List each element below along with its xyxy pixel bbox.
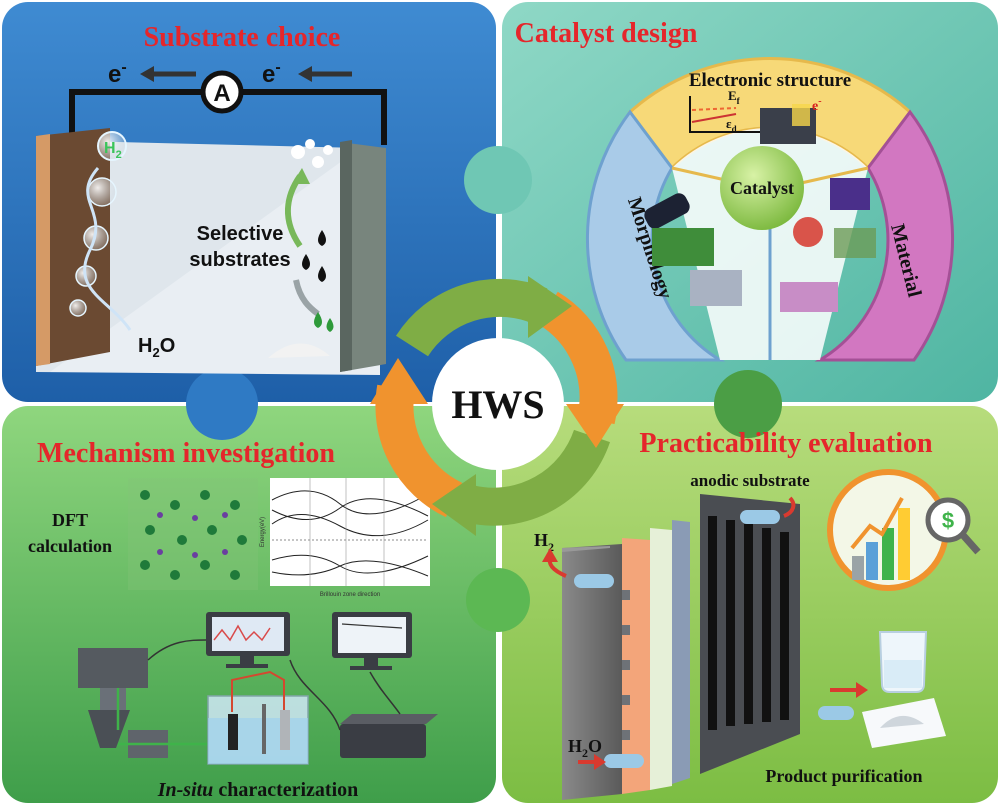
- outlet-pipe-h2: [574, 574, 614, 588]
- monitor-right-icon: [332, 612, 412, 670]
- water-path: [83, 167, 132, 331]
- band-structure-image: [270, 478, 430, 586]
- cycle-arrow-green: [465, 429, 610, 526]
- powder-icon: [880, 715, 924, 728]
- gas-bubble: [69, 299, 87, 317]
- catalyst-hub-label: Catalyst: [730, 178, 794, 198]
- band-diagram-icon: [689, 96, 760, 133]
- arrow-head-icon: [528, 276, 572, 338]
- spectrometer-icon: [78, 648, 210, 758]
- product-bubble: [305, 139, 315, 149]
- h2-out-label: H2: [534, 530, 554, 554]
- cable: [369, 671, 401, 715]
- dft-label-1: DFT: [52, 510, 88, 530]
- anodic-in-arrow: [783, 496, 796, 518]
- inlet-pipe-h2o: [604, 754, 644, 768]
- insitu-label: In-situ characterization: [157, 779, 359, 801]
- cycle-arrow-green: [395, 278, 548, 357]
- outlet-pipe-product: [818, 706, 854, 720]
- dft-structure-image: [128, 478, 258, 590]
- convert-arrow: [293, 279, 320, 317]
- nanotube-image: [644, 193, 690, 229]
- drop-icon: [314, 312, 322, 328]
- band-xlabel: Brillouin zone direction: [320, 592, 380, 598]
- selective-label-2: substrates: [189, 249, 290, 271]
- insitu-cell-icon: [207, 670, 309, 765]
- arrow-head-icon: [432, 474, 476, 536]
- product-bubble: [312, 156, 324, 168]
- ed-label: εd: [726, 116, 737, 134]
- ring-material: [814, 109, 955, 362]
- h2o-in-label: H2O: [568, 736, 602, 760]
- h2-label: H2: [104, 140, 122, 161]
- drop-icon: [326, 318, 334, 332]
- beaker-icon: [878, 631, 928, 693]
- nanosheet-image: [652, 228, 714, 266]
- fermi-line: [691, 107, 737, 111]
- product-purification-label: Product purification: [765, 766, 922, 786]
- arrow-head-icon: [594, 754, 606, 770]
- hws-label: HWS: [451, 382, 544, 427]
- electron-label-left: e-: [108, 59, 127, 88]
- ring-electronic-label: Electronic structure: [689, 70, 851, 91]
- arrow-head-icon: [140, 66, 154, 82]
- dft-label-2: calculation: [28, 536, 112, 556]
- h2o-label: H2O: [138, 335, 175, 360]
- puzzle-knob-right: [714, 370, 782, 438]
- dollar-icon: $: [942, 508, 954, 533]
- cable: [289, 659, 341, 731]
- growth-chart-icon: [827, 469, 981, 591]
- electron-label-right: e-: [262, 59, 281, 88]
- product-bubble: [323, 145, 333, 155]
- product-bubble: [291, 145, 305, 159]
- band-ylabel: Energy(eV): [260, 517, 266, 547]
- puzzle-knob-left: [186, 368, 258, 440]
- arrow-head-icon: [370, 358, 428, 404]
- cathode-edge: [36, 134, 50, 366]
- foam-image: [690, 270, 742, 306]
- layered-image: [780, 282, 838, 312]
- powder-icon: [268, 343, 330, 358]
- gas-bubble: [87, 177, 117, 207]
- dband-line: [691, 113, 737, 123]
- drop-icon: [318, 266, 326, 282]
- electron-label-catalyst: e-: [812, 96, 822, 114]
- monitor-left-icon: [206, 612, 290, 668]
- puzzle-knob-bottom: [466, 568, 530, 632]
- drop-icon: [318, 230, 326, 246]
- potentiostat-icon: [340, 714, 438, 758]
- arrow-head-icon: [292, 168, 310, 184]
- catalyst-title: Catalyst design: [515, 18, 698, 49]
- nanoparticle-image: [793, 217, 823, 247]
- h2-bubble: [97, 131, 127, 161]
- framework-image: [834, 228, 876, 258]
- ef-label: Ef: [728, 88, 741, 106]
- practicability-title: Practicability evaluation: [639, 428, 933, 459]
- puzzle-knob-top: [464, 146, 532, 214]
- cycle-arrow-orange: [375, 384, 463, 518]
- drop-icon: [302, 254, 310, 270]
- catalyst-hub: [720, 146, 804, 230]
- cable: [147, 639, 207, 661]
- arrow-head-icon: [566, 404, 624, 448]
- anodic-substrate-label: anodic substrate: [690, 471, 810, 490]
- selective-label-1: Selective: [197, 223, 284, 245]
- substrate-title: Substrate choice: [144, 22, 341, 53]
- inlet-pipe-anodic: [740, 510, 780, 524]
- electrolyzer-stack: [562, 494, 800, 800]
- mechanism-title: Mechanism investigation: [37, 438, 335, 469]
- cycle-arrow-orange: [537, 291, 618, 425]
- crystal-image: [830, 178, 870, 210]
- ammeter-icon: [200, 70, 244, 114]
- ammeter-label: A: [213, 80, 230, 107]
- arrow-head-icon: [298, 66, 312, 82]
- anode-edge: [340, 140, 352, 372]
- arrow-head-icon: [542, 548, 558, 562]
- arrow-head-icon: [856, 682, 868, 698]
- lattice-icon: [760, 104, 816, 144]
- hws-cycle: [370, 276, 624, 536]
